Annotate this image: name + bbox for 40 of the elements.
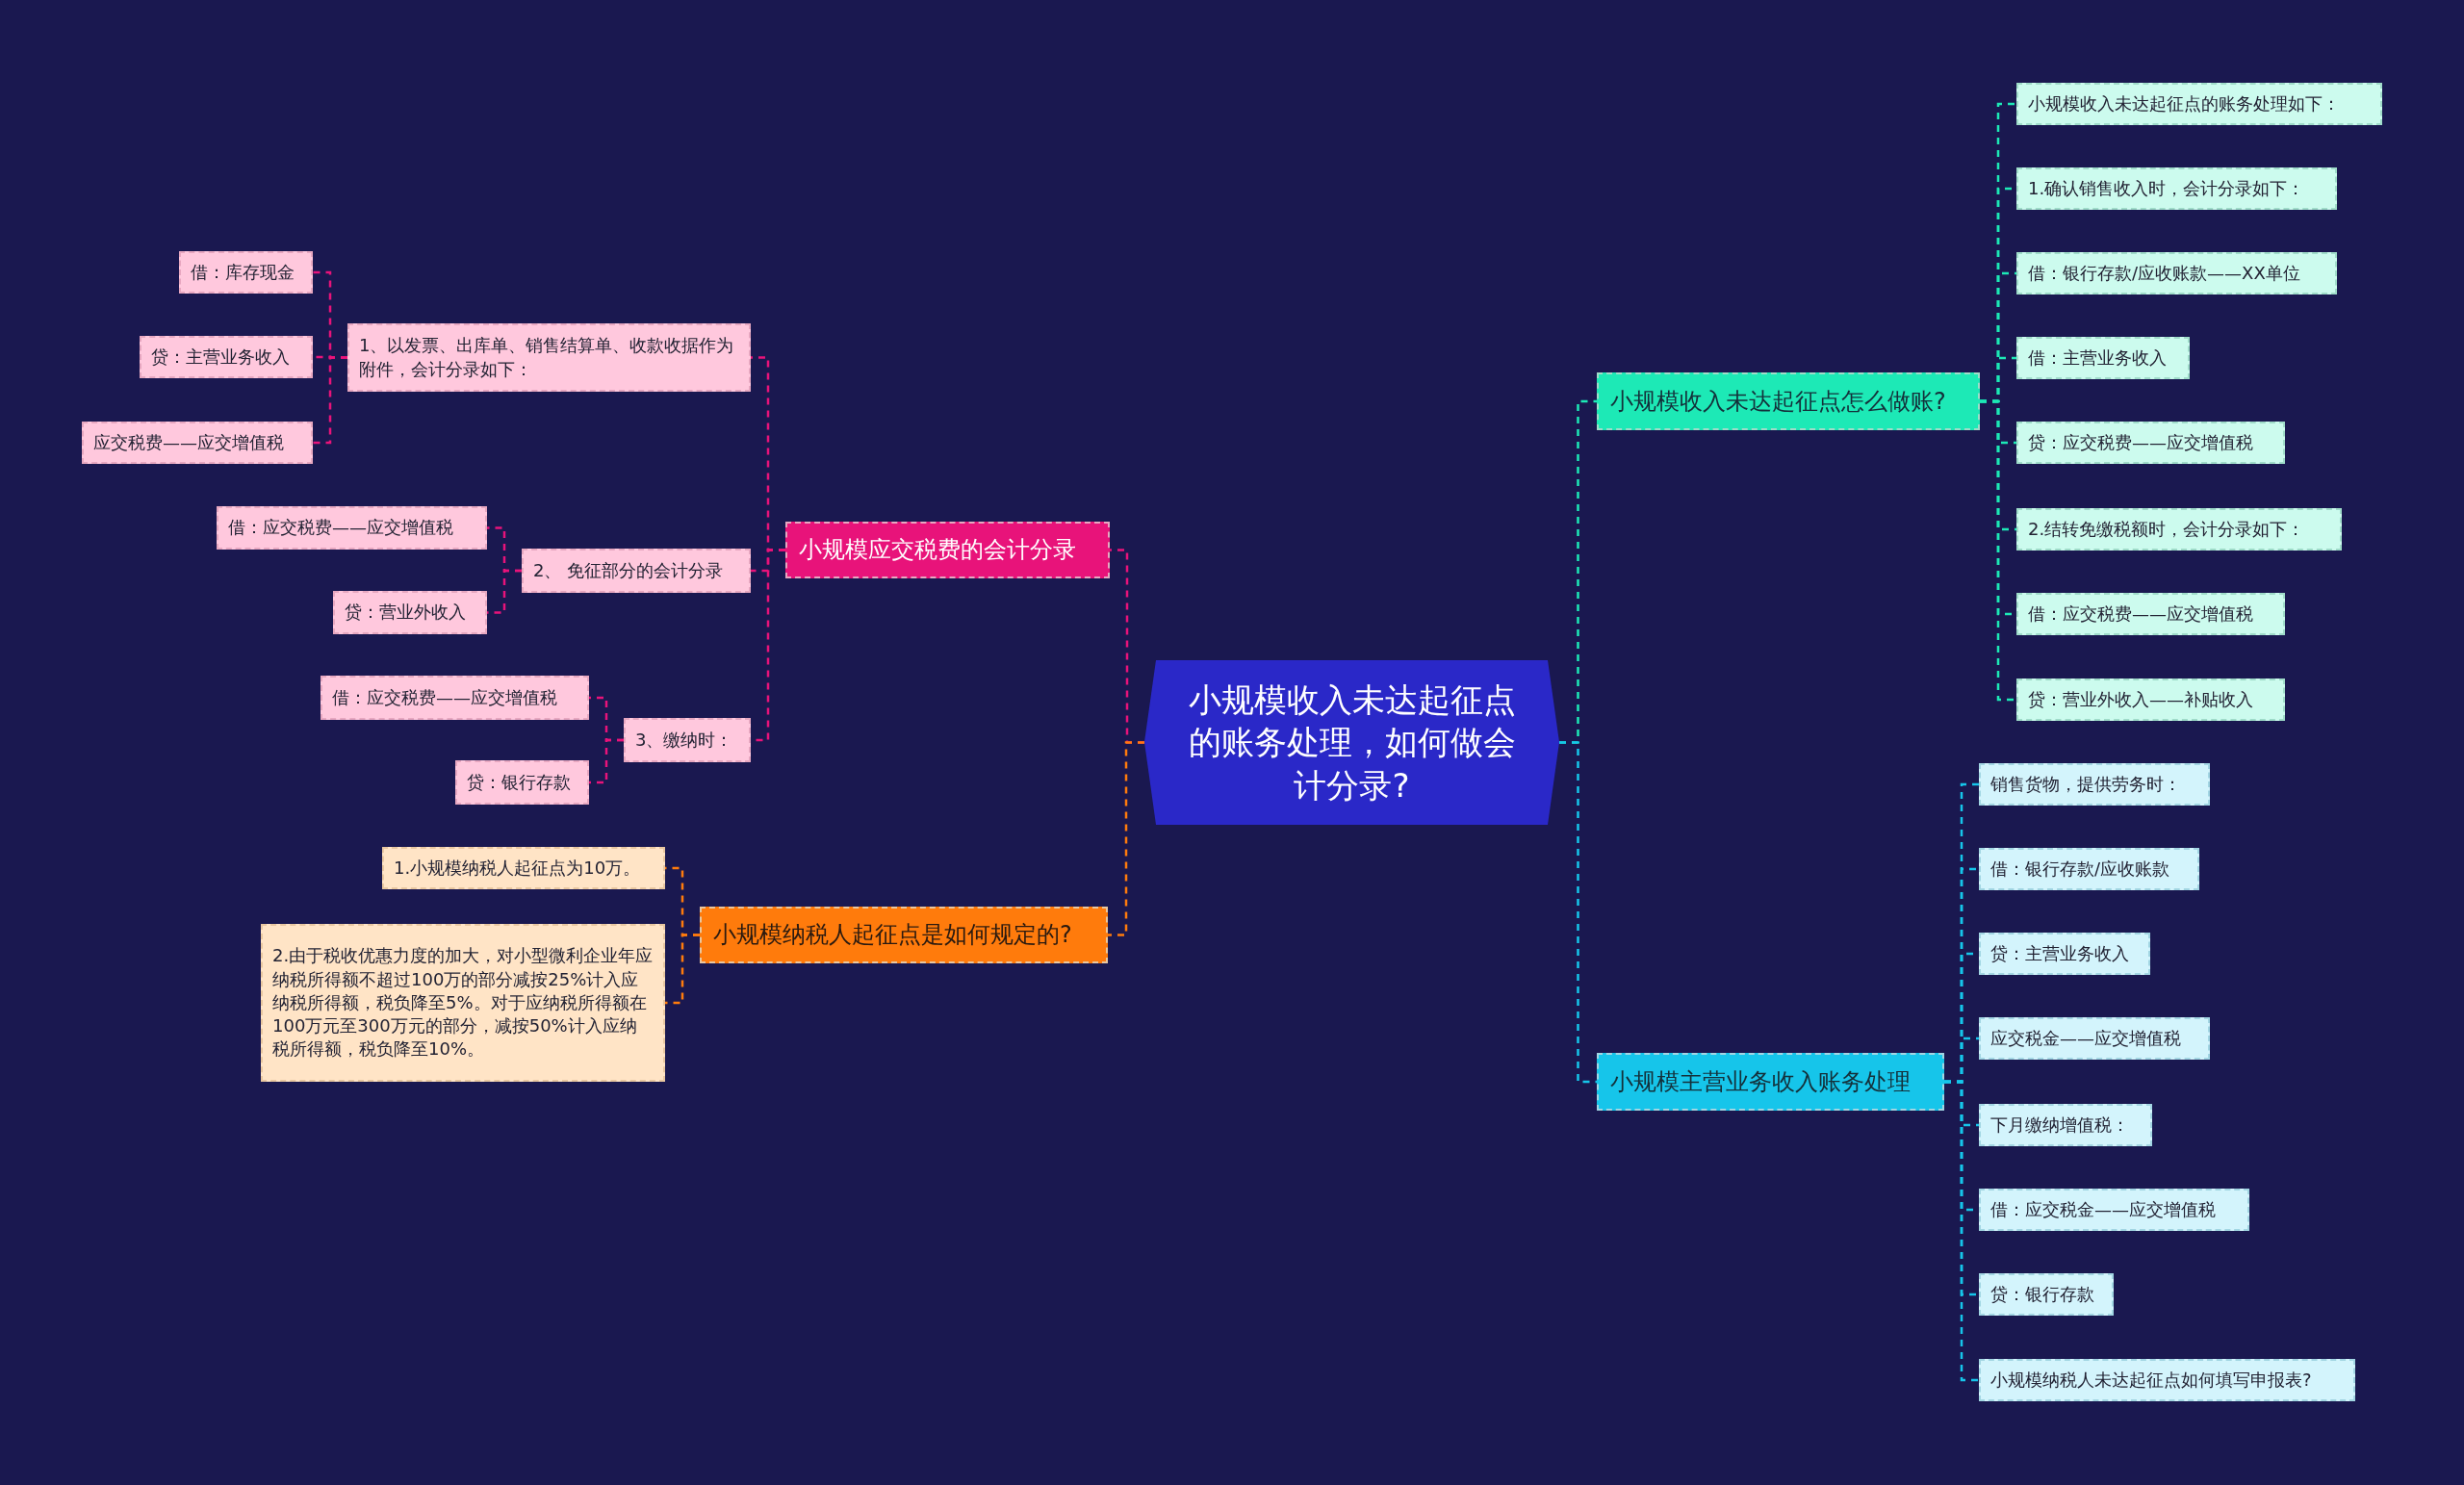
entry-box: 贷：营业外收入——补贴收入 xyxy=(2016,678,2285,721)
entry-box: 应交税费——应交增值税 xyxy=(82,422,313,464)
entry-box: 1.小规模纳税人起征点为10万。 xyxy=(382,847,665,889)
entry-box: 借：库存现金 xyxy=(179,251,313,294)
connector-line xyxy=(1944,1080,1979,1382)
entry-box: 应交税金——应交增值税 xyxy=(1979,1017,2210,1060)
topic-box: 小规模应交税费的会计分录 xyxy=(785,522,1110,578)
entry-box: 贷：银行存款 xyxy=(1979,1273,2114,1316)
connector-line xyxy=(313,356,347,445)
topic-box: 小规模纳税人起征点是如何规定的? xyxy=(700,907,1108,963)
entry-box: 小规模收入未达起征点的账务处理如下： xyxy=(2016,83,2382,125)
entry-box: 贷：主营业务收入 xyxy=(140,336,313,378)
topic-box: 小规模主营业务收入账务处理 xyxy=(1597,1053,1944,1111)
entry-box: 2.结转免缴税额时，会计分录如下： xyxy=(2016,508,2342,550)
connector-line xyxy=(1559,741,1597,1084)
entry-box: 小规模纳税人未达起征点如何填写申报表? xyxy=(1979,1359,2355,1401)
entry-box: 1.确认销售收入时，会计分录如下： xyxy=(2016,167,2337,210)
entry-box: 借：应交税费——应交增值税 xyxy=(2016,593,2285,635)
entry-box: 借：应交税金——应交增值税 xyxy=(1979,1189,2249,1231)
entry-box: 2、 免征部分的会计分录 xyxy=(522,549,751,593)
entry-box: 贷：主营业务收入 xyxy=(1979,933,2150,975)
entry-box: 借：银行存款/应收账款 xyxy=(1979,848,2199,890)
entry-box: 销售货物，提供劳务时： xyxy=(1979,763,2210,806)
entry-box: 1、以发票、出库单、销售结算单、收款收据作为附件，会计分录如下： xyxy=(347,323,751,392)
entry-box: 借：应交税费——应交增值税 xyxy=(321,676,589,720)
central-topic: 小规模收入未达起征点的账务处理，如何做会计分录? xyxy=(1144,660,1559,825)
entry-box: 2.由于税收优惠力度的加大，对小型微利企业年应纳税所得额不超过100万的部分减按25%计入应纳税所得额，税负降至5%。对于应纳税所得额在100万元至300万元的部分，减按50%计入应纳税所得额，税负降至10%。 xyxy=(261,924,665,1082)
entry-box: 下月缴纳增值税： xyxy=(1979,1104,2152,1146)
connector-line xyxy=(589,738,624,784)
entry-box: 贷：应交税费——应交增值税 xyxy=(2016,422,2285,464)
entry-box: 借：应交税费——应交增值税 xyxy=(217,506,487,550)
connector-line xyxy=(1108,741,1144,936)
topic-box: 小规模收入未达起征点怎么做账? xyxy=(1597,372,1980,430)
entry-box: 贷：银行存款 xyxy=(455,760,589,805)
entry-box: 贷：营业外收入 xyxy=(333,591,487,634)
entry-box: 3、缴纳时： xyxy=(624,718,751,762)
entry-box: 借：银行存款/应收账款——XX单位 xyxy=(2016,252,2337,294)
connector-line xyxy=(1980,399,2016,702)
connector-line xyxy=(665,934,700,1005)
entry-box: 借：主营业务收入 xyxy=(2016,337,2190,379)
